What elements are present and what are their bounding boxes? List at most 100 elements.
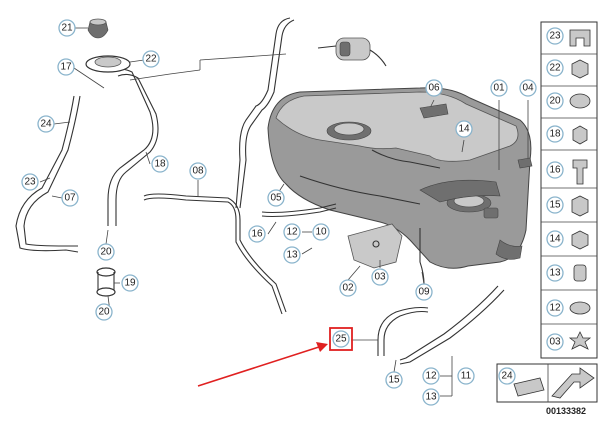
hardware-legend: 23 22 20 18 16 <box>540 21 598 359</box>
hose-clamp-icon <box>569 93 591 109</box>
callout-20-lower: 20 <box>95 303 113 321</box>
legend-row-22: 22 <box>541 59 597 87</box>
leader-lines <box>39 27 529 397</box>
retaining-clip-icon <box>569 29 591 47</box>
svg-text:14: 14 <box>549 234 561 245</box>
svg-text:20: 20 <box>100 247 112 258</box>
callout-17: 17 <box>57 58 75 76</box>
callout-06: 06 <box>419 79 449 119</box>
svg-text:18: 18 <box>549 129 561 140</box>
legend-row-23: 23 <box>541 27 597 55</box>
legend-row-13: 13 <box>541 264 597 291</box>
canister <box>317 37 387 67</box>
bottom-legend: 24 <box>496 363 598 403</box>
callout-01: 01 <box>490 79 508 97</box>
callout-22: 22 <box>142 50 160 68</box>
callout-04: 04 <box>517 79 537 169</box>
hex-nut-icon <box>571 230 589 250</box>
svg-text:20: 20 <box>549 96 561 107</box>
svg-text:22: 22 <box>549 63 561 74</box>
callout-19: 19 <box>121 274 139 292</box>
heat-shield <box>347 223 403 269</box>
tank-strap-front <box>261 203 337 218</box>
svg-text:16: 16 <box>549 165 561 176</box>
callout-10: 10 <box>312 223 330 241</box>
collar-nut-icon <box>571 195 589 217</box>
callout-14: 14 <box>455 120 473 138</box>
spacer-sleeve-icon <box>573 264 587 282</box>
svg-text:24: 24 <box>501 371 513 382</box>
hex-bolt-icon <box>572 159 588 185</box>
callout-11: 11 <box>457 367 475 385</box>
svg-text:17: 17 <box>60 62 72 73</box>
callout-13-left: 13 <box>283 246 301 264</box>
svg-text:22: 22 <box>145 54 157 65</box>
callout-09: 09 <box>415 283 433 301</box>
callout-18: 18 <box>151 155 169 173</box>
hex-nut-icon <box>571 59 589 79</box>
callout-23: 23 <box>21 173 39 191</box>
callout-12-right: 12 <box>422 367 440 385</box>
callout-03: 03 <box>371 268 389 286</box>
callout-21: 21 <box>58 19 76 37</box>
callout-15: 15 <box>385 371 403 389</box>
figure-number: 00133382 <box>546 406 586 416</box>
rubber-mount-icon <box>569 301 591 315</box>
legend-row-18: 18 <box>541 125 597 151</box>
breather-line <box>235 17 295 209</box>
svg-text:21: 21 <box>61 23 73 34</box>
tank-strap-rear <box>399 285 505 365</box>
svg-text:15: 15 <box>549 200 561 211</box>
svg-text:13: 13 <box>549 268 561 279</box>
callout-13-right: 13 <box>422 388 440 406</box>
star-washer-icon <box>568 331 592 350</box>
callout-12-left: 12 <box>283 223 301 241</box>
svg-text:02: 02 <box>342 283 354 294</box>
svg-text:03: 03 <box>374 272 386 283</box>
svg-text:11: 11 <box>461 371 472 382</box>
svg-text:09: 09 <box>418 287 430 298</box>
svg-text:18: 18 <box>154 159 166 170</box>
vent-hose <box>15 95 81 253</box>
supply-line <box>377 306 429 356</box>
legend-row-14: 14 <box>541 230 597 257</box>
hose-clamp-20 <box>96 267 116 297</box>
legend-row-16: 16 <box>541 159 597 189</box>
filler-pipe <box>85 55 159 226</box>
pointer-arrow <box>197 342 328 387</box>
flange-nut-icon <box>572 125 588 145</box>
svg-text:24: 24 <box>40 119 52 130</box>
svg-text:04: 04 <box>522 83 534 94</box>
callout-20-upper: 20 <box>97 243 115 261</box>
legend-row-12: 12 <box>541 299 597 325</box>
svg-text:14: 14 <box>458 124 470 135</box>
callout-02: 02 <box>339 279 357 297</box>
svg-text:16: 16 <box>251 229 263 240</box>
callout-07: 07 <box>61 189 79 207</box>
svg-text:07: 07 <box>64 193 76 204</box>
callout-24: 24 <box>37 115 55 133</box>
svg-text:06: 06 <box>428 83 440 94</box>
svg-text:12: 12 <box>425 371 437 382</box>
svg-text:19: 19 <box>124 278 136 289</box>
legend-row-20: 20 <box>541 92 597 119</box>
svg-text:23: 23 <box>549 31 561 42</box>
filler-cap <box>87 18 109 39</box>
removal-direction-icon <box>551 367 595 399</box>
legend-row-15: 15 <box>541 195 597 223</box>
callout-05: 05 <box>267 189 285 207</box>
svg-text:01: 01 <box>493 83 505 94</box>
svg-text:05: 05 <box>270 193 282 204</box>
svg-text:13: 13 <box>286 250 298 261</box>
callout-25-highlighted: 25 <box>329 327 353 351</box>
callout-16: 16 <box>248 225 266 243</box>
svg-text:12: 12 <box>549 303 561 314</box>
svg-text:12: 12 <box>286 227 298 238</box>
svg-text:15: 15 <box>388 375 400 386</box>
svg-text:10: 10 <box>315 227 327 238</box>
svg-text:08: 08 <box>192 166 204 177</box>
return-line <box>143 193 287 315</box>
svg-text:13: 13 <box>425 392 437 403</box>
legend-row-03: 03 <box>546 331 592 351</box>
